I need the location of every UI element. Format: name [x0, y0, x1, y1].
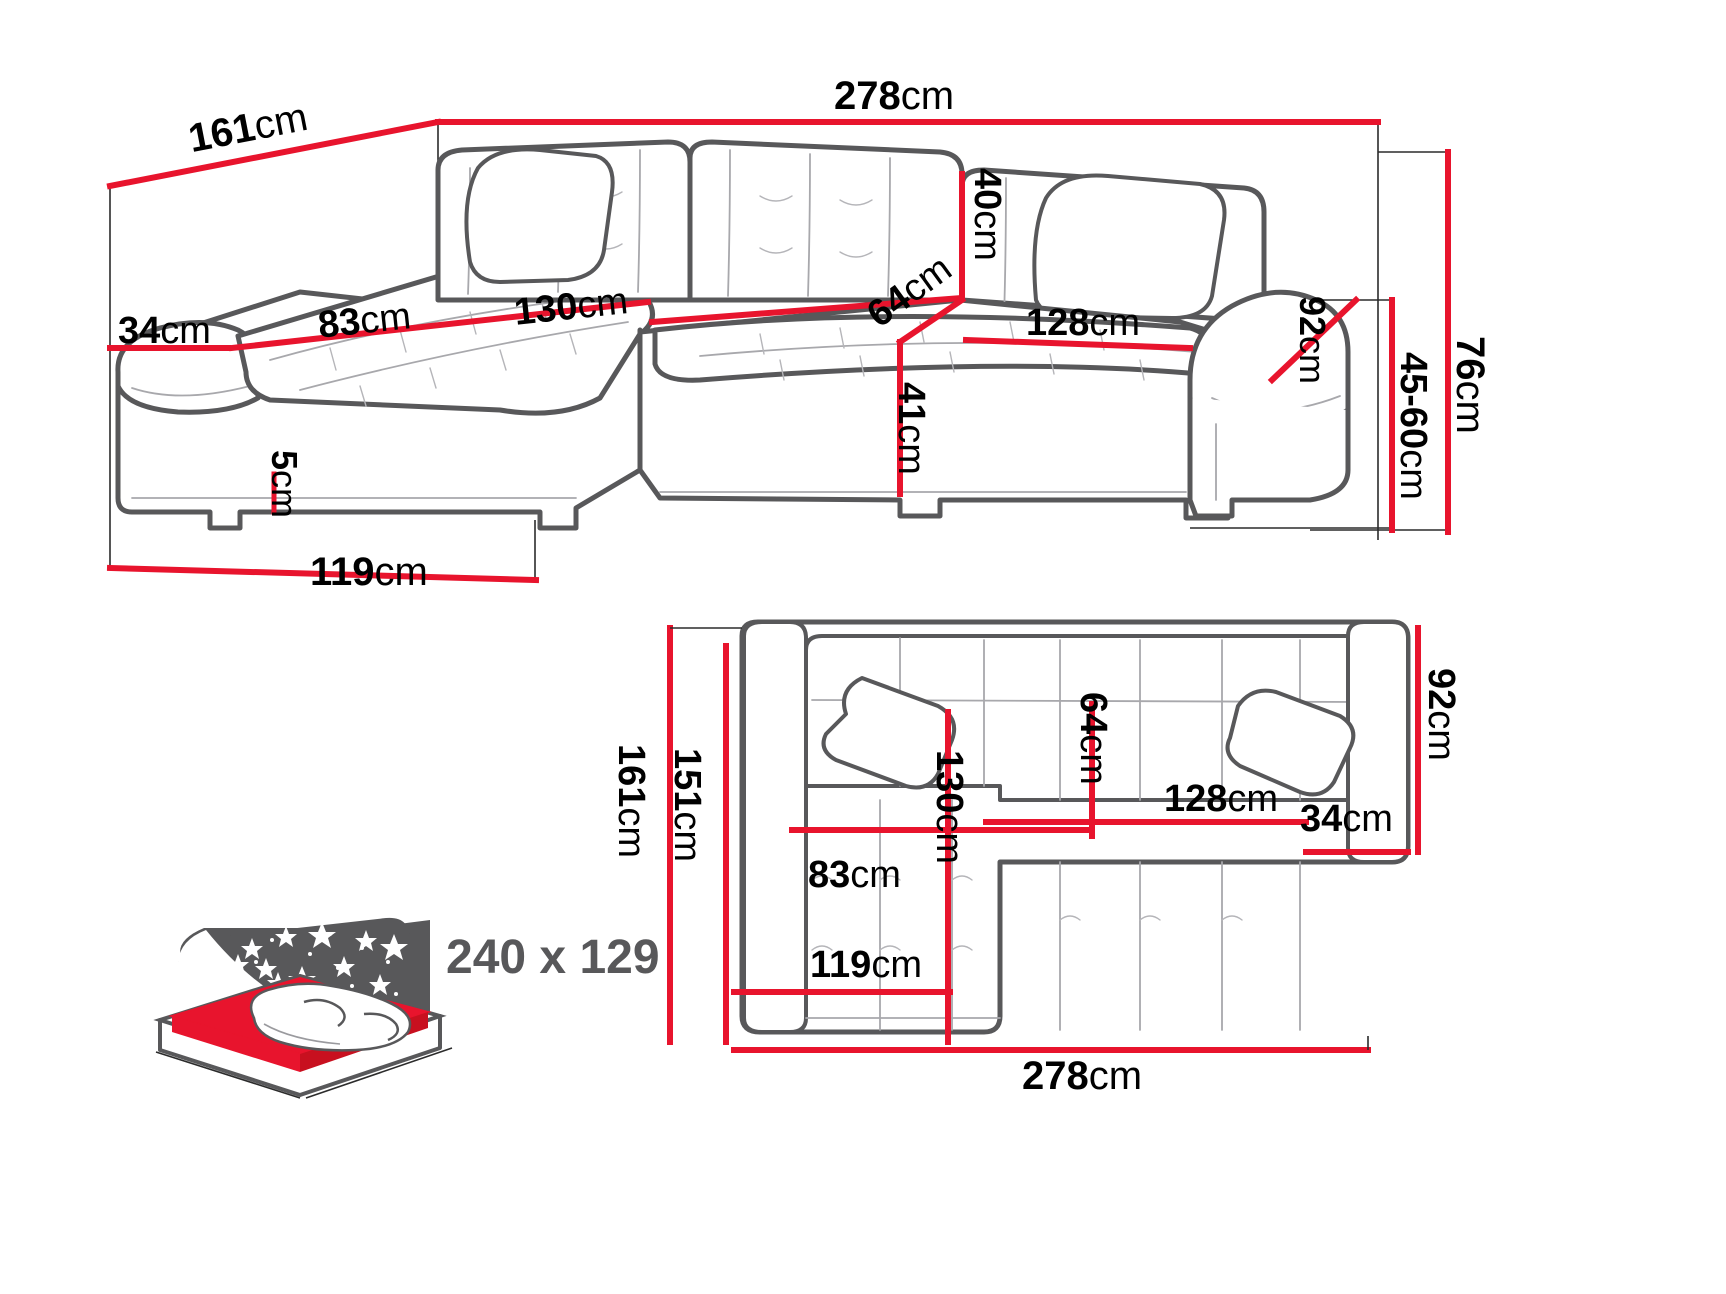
perspective-dimension-lines — [106, 118, 1451, 584]
label-backrest-height: 40cm — [966, 168, 1008, 261]
label-top-chaise-base: 119cm — [810, 944, 922, 986]
label-top-main-seat-width: 128cm — [1164, 778, 1279, 820]
label-top-chaise-seat: 83cm — [808, 854, 901, 896]
label-top-overall-width: 278cm — [1022, 1054, 1143, 1098]
label-top-overall-depth: 161cm — [610, 744, 652, 859]
label-total-height: 76cm — [1448, 336, 1492, 434]
label-chaise-base-depth: 119cm — [310, 550, 428, 594]
label-total-width: 278cm — [834, 74, 955, 118]
label-arm-width-left: 34cm — [118, 310, 211, 352]
label-top-corner-depth: 64cm — [1072, 692, 1114, 785]
label-main-seat-width: 128cm — [1026, 302, 1141, 344]
label-top-right-depth: 92cm — [1420, 668, 1462, 761]
label-top-inner-depth: 151cm — [666, 748, 708, 863]
top-view-dimension-lines — [667, 625, 1421, 1053]
perspective-sofa-drawing — [109, 120, 1448, 580]
label-seat-height: 41cm — [890, 382, 932, 475]
sleeping-bed-icon-graphic — [153, 917, 453, 1099]
sleep-area-dimension-label: 240 x 129 — [446, 931, 660, 984]
label-top-arm-width: 34cm — [1300, 798, 1393, 840]
label-seat-depth-right: 92cm — [1292, 296, 1333, 385]
label-top-chaise-depth: 130cm — [928, 750, 970, 865]
label-leg-height: 5cm — [264, 450, 305, 519]
label-armrest-height: 45-60cm — [1392, 352, 1434, 500]
label-chaise-seat-width: 83cm — [316, 295, 413, 347]
